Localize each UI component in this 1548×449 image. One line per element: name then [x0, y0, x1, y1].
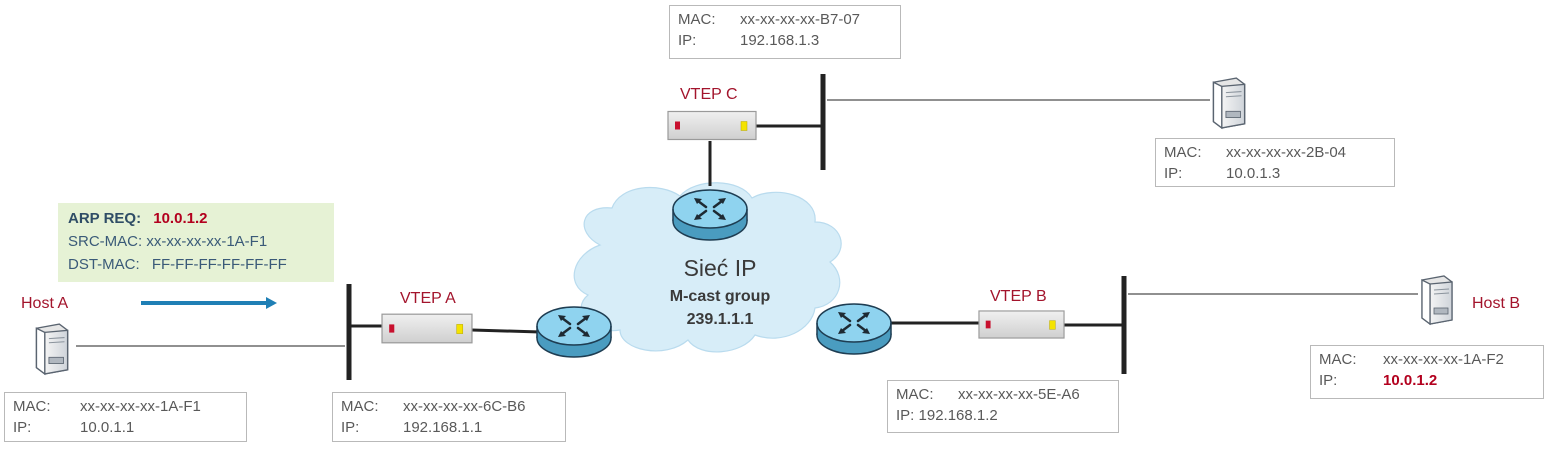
multicast-group-address: 239.1.1.1 — [686, 311, 754, 328]
arp-target-ip: 10.0.1.2 — [153, 210, 208, 227]
router-a-icon — [535, 305, 613, 359]
multicast-group-label: M-cast group — [669, 288, 771, 305]
vtep-a-mac: xx-xx-xx-xx-6C-B6 — [403, 398, 526, 415]
arp-request-box: ARP REQ: 10.0.1.2 SRC-MAC: xx-xx-xx-xx-1… — [58, 203, 334, 282]
vtep-b-ip: 192.168.1.2 — [918, 407, 998, 424]
vtep-a-router-link — [471, 328, 541, 334]
arp-title: ARP REQ: — [68, 210, 142, 227]
host-b-label: Host B — [1472, 295, 1521, 312]
host-c-address-box: MAC:xx-xx-xx-xx-2B-04 IP:10.0.1.3 — [1155, 138, 1395, 187]
host-c-server-icon — [1212, 77, 1246, 129]
arp-dst-label: DST-MAC: — [68, 256, 140, 273]
host-a-ip: 10.0.1.1 — [80, 419, 135, 436]
vtep-b-icon — [978, 310, 1065, 339]
host-b-mac: xx-xx-xx-xx-1A-F2 — [1383, 351, 1504, 368]
arp-direction-arrow-icon — [141, 297, 277, 309]
arp-src-label: SRC-MAC: — [68, 233, 143, 250]
arp-src-mac: xx-xx-xx-xx-1A-F1 — [146, 233, 268, 250]
vtep-b-label: VTEP B — [990, 288, 1047, 305]
vtep-b-mac: xx-xx-xx-xx-5E-A6 — [958, 386, 1080, 403]
host-b-address-box: MAC:xx-xx-xx-xx-1A-F2 IP:10.0.1.2 — [1310, 345, 1544, 399]
vtep-c-mac: xx-xx-xx-xx-B7-07 — [740, 11, 861, 28]
vtep-a-label: VTEP A — [400, 290, 456, 307]
host-c-mac: xx-xx-xx-xx-2B-04 — [1226, 144, 1347, 161]
vtep-a-ip: 192.168.1.1 — [403, 419, 483, 436]
network-title: Sieć IP — [683, 255, 757, 281]
vtep-a-icon — [381, 313, 473, 344]
vtep-c-ip: 192.168.1.3 — [740, 32, 820, 49]
vtep-c-label: VTEP C — [680, 86, 738, 103]
host-a-mac: xx-xx-xx-xx-1A-F1 — [80, 398, 201, 415]
arp-dst-mac: FF-FF-FF-FF-FF-FF — [151, 256, 287, 273]
router-b-icon — [815, 302, 893, 356]
vtep-a-address-box: MAC:xx-xx-xx-xx-6C-B6 IP:192.168.1.1 — [332, 392, 566, 442]
vtep-b-address-box: MAC:xx-xx-xx-xx-5E-A6 IP: 192.168.1.2 — [887, 380, 1119, 433]
router-c-icon — [671, 188, 749, 242]
host-b-server-icon — [1421, 275, 1453, 325]
host-a-label: Host A — [21, 295, 69, 312]
host-a-address-box: MAC:xx-xx-xx-xx-1A-F1 IP:10.0.1.1 — [4, 392, 247, 442]
vtep-c-icon — [667, 110, 757, 141]
host-c-ip: 10.0.1.3 — [1226, 165, 1281, 182]
vtep-c-address-box: MAC:xx-xx-xx-xx-B7-07 IP:192.168.1.3 — [669, 5, 901, 59]
host-b-ip: 10.0.1.2 — [1383, 372, 1438, 389]
host-a-server-icon — [35, 323, 69, 375]
